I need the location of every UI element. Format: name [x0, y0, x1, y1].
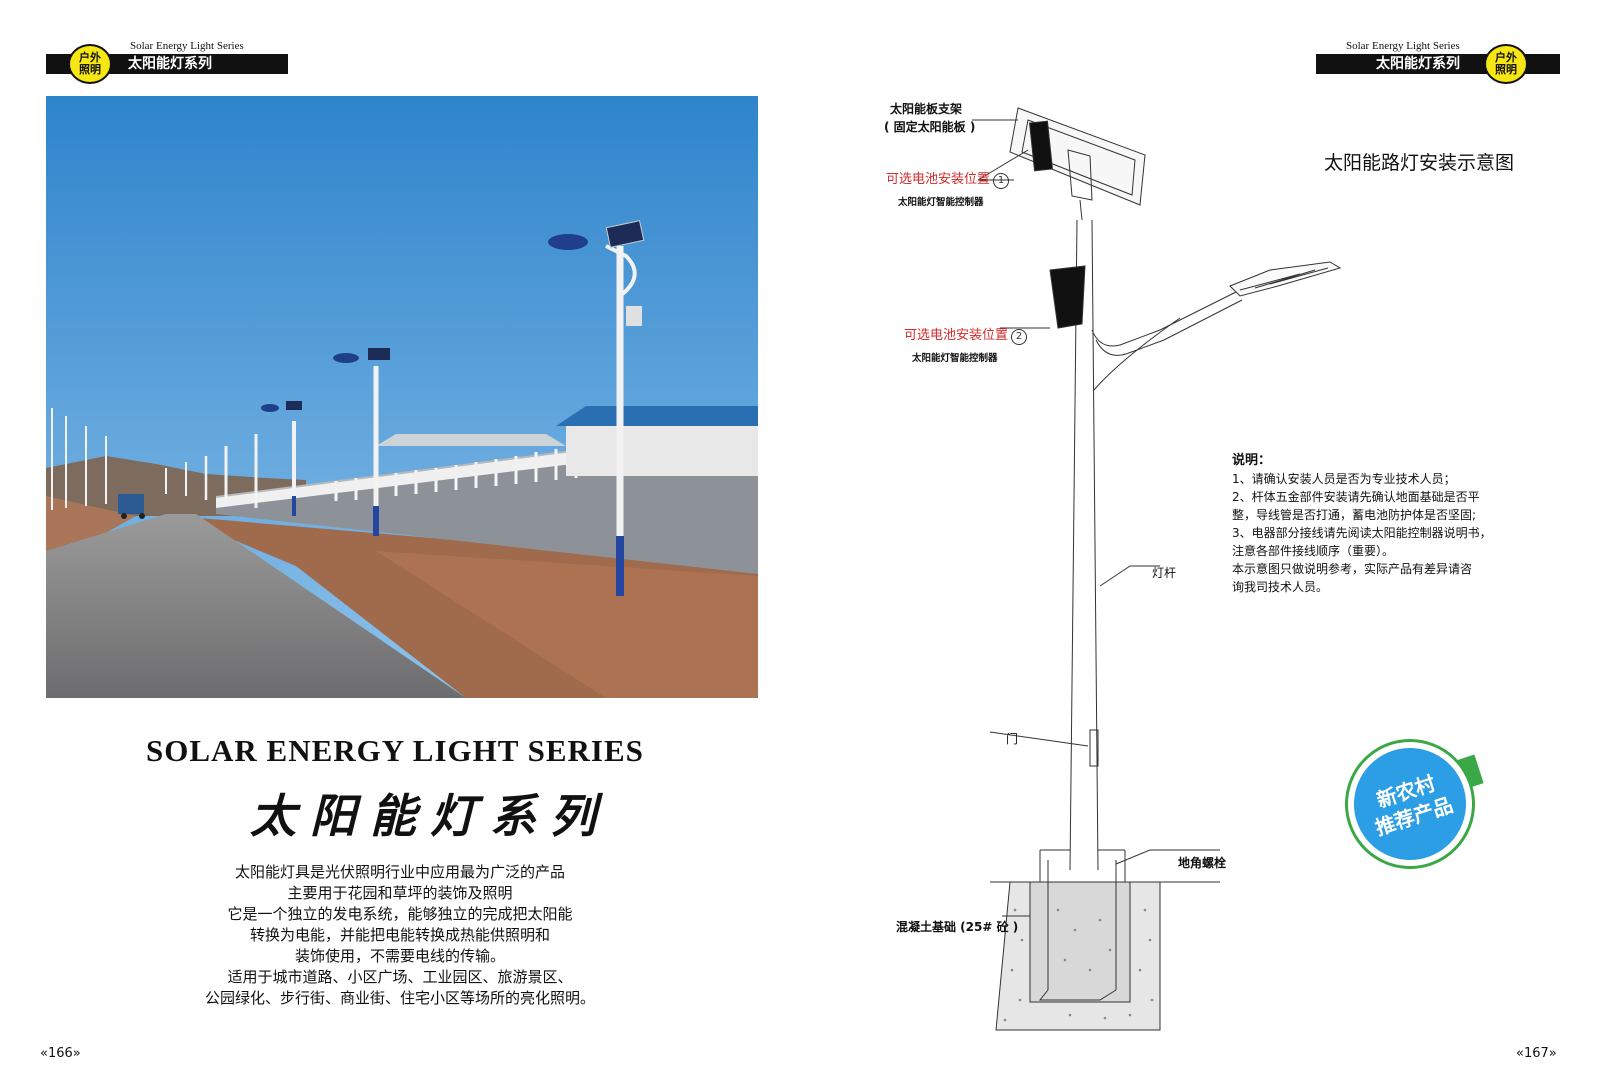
description-line: 转换为电能，并能把电能转换成热能供照明和	[249, 926, 550, 944]
description-line: 装饰使用，不需要电线的传输。	[294, 947, 505, 965]
outdoor-lighting-badge: 户外照明	[68, 44, 112, 84]
label-controller-1: 太阳能灯智能控制器	[898, 197, 984, 208]
notes-line: 整，导线管是否打通，蓄电池防护体是否坚固;	[1232, 508, 1477, 522]
header-series-text: Solar Energy Light Series	[130, 40, 244, 52]
notes-heading: 说明：	[1232, 453, 1272, 468]
installation-diagram	[972, 107, 1342, 1031]
label-bracket-note: ( 固定太阳能板 )	[884, 120, 976, 134]
notes-line: 本示意图只做说明参考，实际产品有差异请咨	[1232, 562, 1473, 576]
label-pole: 灯杆	[1152, 566, 1177, 580]
label-foundation: 混凝土基础 (25# 砼 )	[896, 920, 1019, 934]
description: 太阳能灯具是光伏照明行业中应用最为广泛的产品 主要用于花园和草坪的装饰及照明 它…	[150, 862, 650, 1009]
header-bar-label: 太阳能灯系列	[1376, 56, 1460, 72]
description-line: 它是一个独立的发电系统，能够独立的完成把太阳能	[227, 905, 573, 923]
label-bracket: 太阳能板支架	[890, 102, 963, 116]
notes-line: 1、请确认安装人员是否为专业技术人员；	[1232, 472, 1456, 486]
label-door: 门	[1006, 732, 1019, 746]
description-line: 适用于城市道路、小区广场、工业园区、旅游景区、	[227, 968, 573, 986]
header-bar-label: 太阳能灯系列	[128, 56, 212, 72]
installation-notes: 说明： 1、请确认安装人员是否为专业技术人员； 2、杆体五金部件安装请先确认地面…	[1232, 452, 1492, 596]
street-light-photo	[46, 96, 758, 698]
outdoor-lighting-badge: 户外照明	[1484, 44, 1528, 84]
label-controller-2: 太阳能灯智能控制器	[912, 353, 998, 364]
page-number-right: «167»	[1516, 1046, 1557, 1061]
page-number-left: «166»	[40, 1046, 81, 1061]
description-line: 主要用于花园和草坪的装饰及照明	[287, 884, 513, 902]
notes-line: 注意各部件接线顺序（重要）。	[1232, 544, 1395, 558]
description-line: 公园绿化、步行街、商业街、住宅小区等场所的亮化照明。	[204, 989, 595, 1007]
label-anchor-bolt: 地角螺栓	[1178, 856, 1227, 870]
notes-line: 2、杆体五金部件安装请先确认地面基础是否平	[1232, 490, 1480, 504]
header-series-text: Solar Energy Light Series	[1346, 40, 1460, 52]
title-english: SOLAR ENERGY LIGHT SERIES	[146, 733, 644, 768]
notes-line: 询我司技术人员。	[1232, 580, 1329, 594]
notes-line: 3、电器部分接线请先阅读太阳能控制器说明书，	[1232, 526, 1492, 540]
diagram-title: 太阳能路灯安装示意图	[1324, 152, 1515, 174]
description-line: 太阳能灯具是光伏照明行业中应用最为广泛的产品	[234, 863, 565, 881]
title-chinese: 太阳能灯系列	[250, 789, 610, 843]
